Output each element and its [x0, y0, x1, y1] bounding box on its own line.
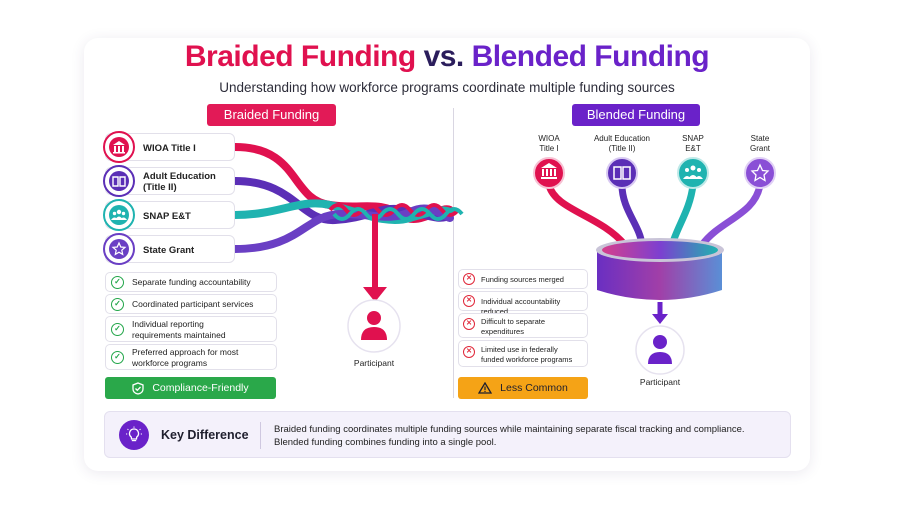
title-blended: Blended Funding: [471, 40, 710, 73]
braided-participant-label: Participant: [353, 358, 395, 368]
braided-participant-circle: [347, 299, 401, 353]
blended-source-label: SNAP E&T: [682, 134, 704, 153]
book-icon: [613, 166, 631, 180]
braided-participant-head: [367, 311, 381, 325]
braided-header: Braided Funding: [207, 104, 336, 126]
benefit-text: Coordinated participant services: [132, 299, 254, 309]
blend-stream-wioa: [545, 181, 629, 249]
warning-icon: [478, 382, 493, 394]
pool-body: [597, 250, 722, 300]
check-icon: ✓: [111, 323, 124, 336]
blended-source-label: Adult Education (Title II): [593, 134, 651, 153]
benefit-item: ✓ Separate funding accountability: [105, 272, 277, 292]
braided-source-label: Adult Education (Title II): [143, 171, 216, 193]
braided-source-label: SNAP E&T: [143, 211, 191, 222]
blended-source-label: WIOA Title I: [538, 134, 560, 153]
title-braided: Braided Funding: [184, 40, 416, 73]
braided-source-label: WIOA Title I: [143, 143, 196, 154]
less-common-badge-label: Less Common: [500, 382, 568, 394]
compliance-badge: Compliance-Friendly: [105, 377, 276, 399]
strand-state: [231, 204, 454, 253]
drawback-item: ✕ Difficult to separate expenditures: [458, 313, 588, 338]
blend-src-state-circle: [744, 157, 776, 189]
benefit-text: Individual reporting requirements mainta…: [132, 319, 226, 340]
x-icon: ✕: [463, 318, 475, 330]
check-icon: ✓: [111, 276, 124, 289]
blended-header: Blended Funding: [572, 104, 700, 126]
blend-stream-state: [698, 181, 764, 249]
drawback-item: ✕ Individual accountability reduced: [458, 291, 588, 316]
benefit-text: Preferred approach for most workforce pr…: [132, 347, 239, 368]
key-difference-line-2: Blended funding combines funding into a …: [274, 437, 497, 448]
drawback-text: Limited use in federally funded workforc…: [481, 345, 573, 364]
check-icon: ✓: [111, 298, 124, 311]
x-icon: ✕: [463, 273, 475, 285]
compliance-badge-label: Compliance-Friendly: [152, 382, 249, 394]
less-common-badge: Less Common: [458, 377, 588, 399]
page-subtitle: Understanding how workforce programs coo…: [219, 80, 675, 95]
drawback-text: Funding sources merged: [481, 275, 564, 284]
key-difference-title: Key Difference: [161, 428, 249, 442]
blended-participant-circle: [635, 325, 685, 375]
star-icon: [750, 163, 770, 182]
braided-source-wioa: WIOA Title I: [103, 131, 235, 163]
pool-surface: [602, 241, 718, 259]
page-title: Braided Funding vs. Blended Funding: [84, 40, 810, 74]
braided-source-label: State Grant: [143, 245, 195, 256]
benefit-text: Separate funding accountability: [132, 277, 251, 287]
blend-src-wioa-circle: [533, 157, 565, 189]
star-icon: [103, 233, 135, 265]
drawback-text: Difficult to separate expenditures: [481, 317, 546, 336]
shield-icon: [132, 381, 144, 395]
key-difference-line-1: Braided funding coordinates multiple fun…: [274, 424, 745, 435]
benefit-item: ✓ Coordinated participant services: [105, 294, 277, 314]
blended-participant-body: [648, 352, 672, 364]
key-difference-box: Key Difference Braided funding coordinat…: [104, 411, 791, 458]
people-icon: [103, 199, 135, 231]
x-icon: ✕: [463, 295, 475, 307]
x-icon: ✕: [463, 346, 475, 358]
section-divider: [453, 108, 454, 398]
bank-icon: [541, 163, 557, 179]
drawback-text: Individual accountability reduced: [481, 297, 561, 316]
pool-arrowhead: [652, 314, 668, 324]
braided-source-state: State Grant: [103, 233, 235, 265]
blended-source-label: State Grant: [749, 134, 770, 153]
title-vs: vs.: [423, 40, 465, 73]
check-icon: ✓: [111, 351, 124, 364]
braid-twist-alt: [332, 207, 464, 221]
key-difference-text: Braided funding coordinates multiple fun…: [274, 423, 774, 449]
benefit-item: ✓ Individual reporting requirements main…: [105, 316, 277, 342]
braided-participant-body: [361, 327, 387, 340]
drawback-item: ✕ Limited use in federally funded workfo…: [458, 340, 588, 367]
blend-stream-snap: [668, 181, 697, 249]
book-icon: [103, 165, 135, 197]
blend-stream-adult-ed: [618, 181, 646, 249]
benefit-item: ✓ Preferred approach for most workforce …: [105, 344, 277, 370]
key-separator: [260, 422, 261, 449]
blend-src-adult-circle: [606, 157, 638, 189]
people-icon: [683, 165, 703, 179]
braid-arrowhead: [363, 287, 387, 302]
bank-icon: [103, 131, 135, 163]
blend-src-snap-circle: [677, 157, 709, 189]
braided-source-adult-ed: Adult Education (Title II): [103, 165, 235, 197]
lightbulb-icon: [119, 420, 149, 450]
braided-source-snap: SNAP E&T: [103, 199, 235, 231]
blended-participant-head: [653, 335, 667, 349]
blended-participant-label: Participant: [639, 377, 681, 387]
drawback-item: ✕ Funding sources merged: [458, 269, 588, 289]
